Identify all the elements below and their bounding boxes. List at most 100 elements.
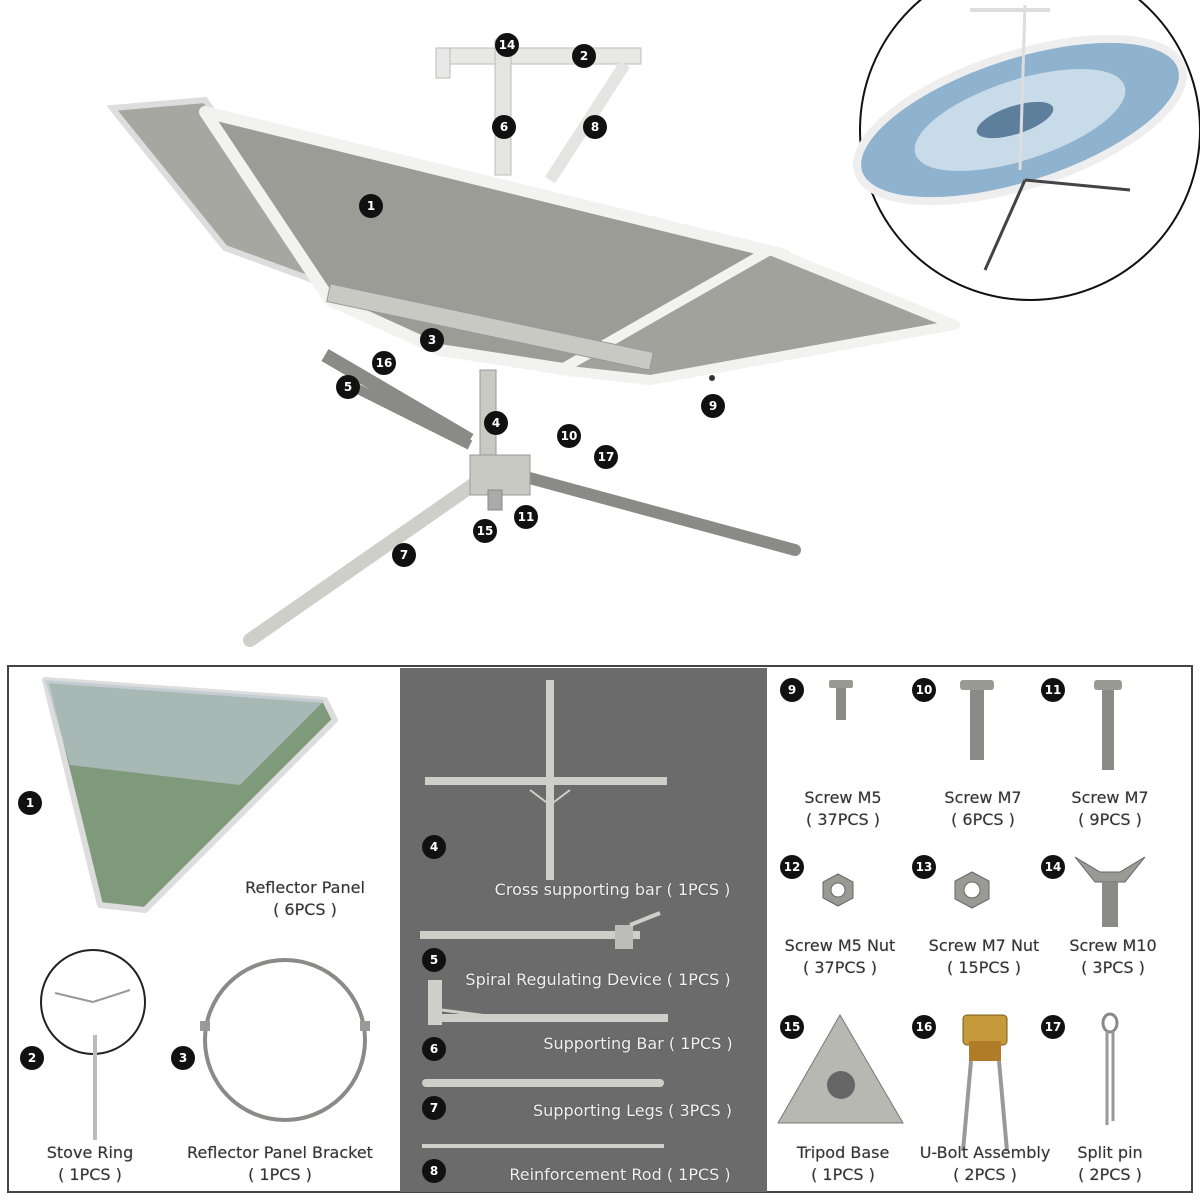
- part-name: Screw M10: [1069, 936, 1157, 955]
- callout-badge: 8: [583, 115, 607, 139]
- part-name: Reinforcement Rod: [509, 1165, 662, 1184]
- callout-badge: 3: [420, 328, 444, 352]
- parts-gray-panel: [400, 668, 767, 1192]
- callout-badge: 1: [359, 194, 383, 218]
- part-badge: 7: [422, 1096, 446, 1120]
- part-badge: 12: [780, 855, 804, 879]
- part-badge: 4: [422, 835, 446, 859]
- supporting-bar-image: [428, 980, 668, 1025]
- callout-badge: 4: [484, 411, 508, 435]
- part-qty: ( 1PCS ): [668, 1034, 733, 1053]
- callout-badge: 5: [336, 375, 360, 399]
- tripod-base-image: [777, 1014, 904, 1124]
- part-badge: 9: [780, 678, 804, 702]
- part-qty: ( 1PCS ): [666, 1165, 731, 1184]
- split-pin-image: [1101, 1012, 1119, 1125]
- part-name: Supporting Bar: [543, 1034, 664, 1053]
- part-badge: 6: [422, 1037, 446, 1061]
- reflector-panel-image: [42, 677, 338, 913]
- screw-m7-long-image: [1094, 680, 1122, 770]
- part-qty: ( 9PCS ): [1078, 810, 1142, 829]
- part-name: Screw M5 Nut: [784, 936, 896, 955]
- part-name: Screw M5: [804, 788, 882, 807]
- nut-m5-image: [822, 873, 854, 907]
- part-qty: ( 6PCS ): [951, 810, 1015, 829]
- part-name: Reflector Panel: [245, 878, 365, 897]
- part-badge: 10: [912, 678, 936, 702]
- part-qty: ( 1PCS ): [248, 1165, 312, 1184]
- callout-badge: 2: [572, 44, 596, 68]
- part-name: Split pin: [1077, 1143, 1143, 1162]
- part-qty: ( 15PCS ): [947, 958, 1021, 977]
- part-name: Reflector Panel Bracket: [187, 1143, 373, 1162]
- u-bolt-image: [961, 1014, 1009, 1152]
- part-qty: ( 37PCS ): [806, 810, 880, 829]
- part-qty: ( 3PCS ): [1081, 958, 1145, 977]
- part-badge: 8: [422, 1159, 446, 1183]
- callout-badge: 7: [392, 543, 416, 567]
- part-label: Screw M7 ( 6PCS ): [918, 788, 1048, 829]
- part-label: U-Bolt Assembly ( 2PCS ): [905, 1143, 1065, 1184]
- callout-badge: 11: [514, 505, 538, 529]
- part-name: Cross supporting bar: [494, 880, 662, 899]
- assembly-diagram: [106, 39, 960, 647]
- part-name: Spiral Regulating Device: [465, 970, 662, 989]
- reinforcement-rod-image: [422, 1144, 664, 1148]
- screw-m5-image: [829, 680, 853, 720]
- part-label: Screw M7 ( 9PCS ): [1045, 788, 1175, 829]
- part-name: Screw M7: [944, 788, 1022, 807]
- part-qty: ( 3PCS ): [668, 1101, 732, 1120]
- part-name: Screw M7 Nut: [928, 936, 1040, 955]
- part-qty: ( 1PCS ): [58, 1165, 122, 1184]
- reflector-bracket-image: [200, 958, 370, 1122]
- nut-m7-image: [954, 871, 990, 909]
- part-qty: ( 1PCS ): [811, 1165, 875, 1184]
- callout-badge: 9: [701, 394, 725, 418]
- part-badge: 11: [1041, 678, 1065, 702]
- part-label: Reflector Panel ( 6PCS ): [225, 878, 385, 919]
- assembled-cooker-inset: [853, 0, 1200, 301]
- stove-ring-image: [40, 949, 146, 1140]
- part-badge: 15: [780, 1015, 804, 1039]
- wing-screw-m10-image: [1074, 856, 1146, 927]
- part-label: Stove Ring ( 1PCS ): [15, 1143, 165, 1184]
- part-label: Screw M5 ( 37PCS ): [778, 788, 908, 829]
- callout-badge: 6: [492, 115, 516, 139]
- cross-bar-image: [425, 680, 667, 880]
- part-label: Screw M5 Nut ( 37PCS ): [770, 936, 910, 977]
- part-name: Screw M7: [1071, 788, 1149, 807]
- dish-right-panel: [555, 245, 960, 385]
- callout-badge: 15: [473, 519, 497, 543]
- part-qty: ( 2PCS ): [1078, 1165, 1142, 1184]
- part-badge: 13: [912, 855, 936, 879]
- part-name: Stove Ring: [46, 1143, 134, 1162]
- screw-m7-image: [960, 680, 994, 760]
- part-name: Supporting Legs: [533, 1101, 664, 1120]
- part-label: Reinforcement Rod ( 1PCS ): [490, 1165, 750, 1184]
- supporting-legs-image: [422, 1079, 664, 1087]
- stove-ring-top: [435, 39, 642, 184]
- part-label: Tripod Base ( 1PCS ): [773, 1143, 913, 1184]
- part-qty: ( 1PCS ): [666, 880, 731, 899]
- part-qty: ( 6PCS ): [273, 900, 337, 919]
- part-name: Tripod Base: [796, 1143, 890, 1162]
- part-label: Supporting Bar ( 1PCS ): [528, 1034, 748, 1053]
- part-qty: ( 37PCS ): [803, 958, 877, 977]
- part-label: Reflector Panel Bracket ( 1PCS ): [165, 1143, 395, 1184]
- part-badge: 1: [18, 791, 42, 815]
- part-badge: 17: [1041, 1015, 1065, 1039]
- callout-badge: 14: [495, 33, 519, 57]
- part-label: Screw M7 Nut ( 15PCS ): [914, 936, 1054, 977]
- part-badge: 14: [1041, 855, 1065, 879]
- part-name: U-Bolt Assembly: [919, 1143, 1051, 1162]
- callout-badge: 16: [372, 351, 396, 375]
- part-label: Screw M10 ( 3PCS ): [1048, 936, 1178, 977]
- part-badge: 3: [171, 1046, 195, 1070]
- callout-badge: 17: [594, 445, 618, 469]
- part-label: Supporting Legs ( 3PCS ): [515, 1101, 750, 1120]
- part-label: Spiral Regulating Device ( 1PCS ): [448, 970, 748, 989]
- part-label: Cross supporting bar ( 1PCS ): [475, 880, 750, 899]
- spiral-device-image: [420, 911, 661, 949]
- part-badge: 16: [912, 1015, 936, 1039]
- part-qty: ( 1PCS ): [666, 970, 731, 989]
